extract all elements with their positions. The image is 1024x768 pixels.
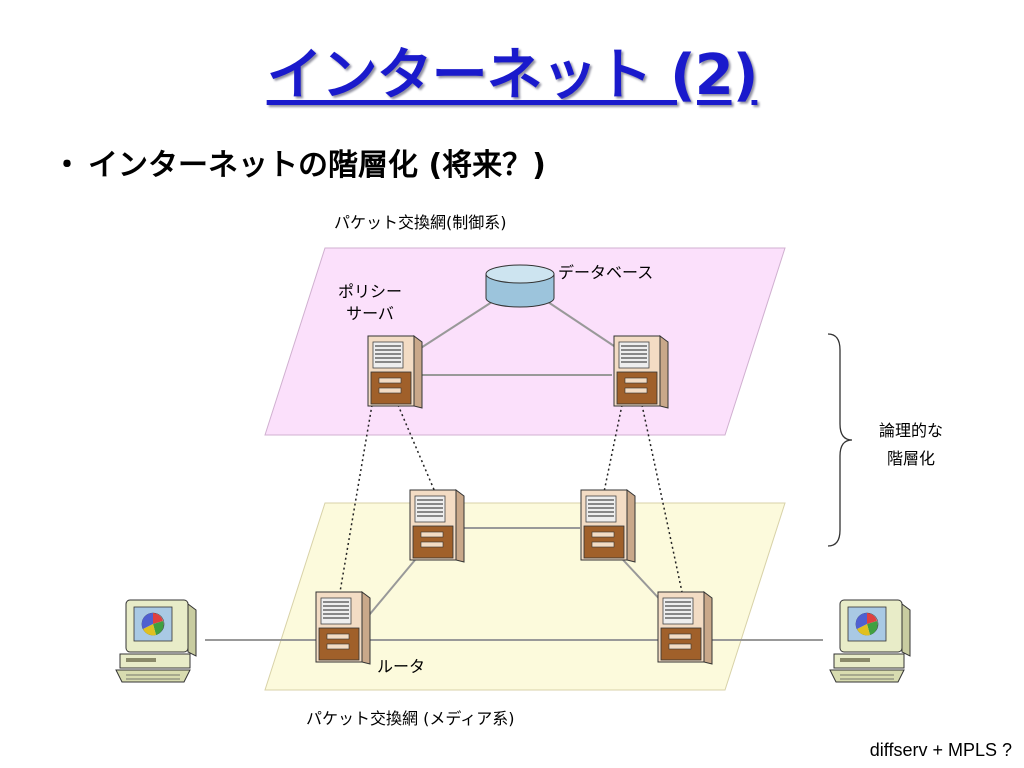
server-icon — [367, 335, 423, 409]
slide-title: インターネット (2) — [266, 43, 759, 108]
control-plane-label: パケット交換網(制御系) — [334, 213, 507, 232]
footer-note: diffserv + MPLS ? — [869, 740, 1012, 760]
router-icon — [409, 489, 465, 563]
bullet-item: ・インターネットの階層化 (将来？) — [52, 140, 546, 184]
database-icon — [485, 264, 555, 308]
network-links — [205, 299, 823, 641]
router-icon — [657, 591, 713, 665]
router-icon — [580, 489, 636, 563]
bullet-dot: ・ — [52, 148, 82, 183]
router-label: ルータ — [377, 657, 426, 676]
brace-icon — [827, 333, 853, 547]
layering-label: 論理的な 階層化 — [866, 420, 956, 470]
media-plane-label: パケット交換網 (メディア系) — [306, 709, 515, 728]
router-icon — [315, 591, 371, 665]
layering-label-line1: 論理的な — [878, 421, 943, 440]
policy-server-label-line1: ポリシー — [337, 282, 402, 301]
control-associations — [339, 404, 683, 593]
policy-server-label: ポリシー サーバ — [330, 281, 410, 325]
computer-icon — [115, 599, 197, 683]
layering-label-line2: 階層化 — [886, 449, 935, 468]
policy-server-label-line2: サーバ — [346, 304, 394, 323]
database-label: データベース — [558, 263, 654, 282]
computer-icon — [829, 599, 911, 683]
bullet-text: インターネットの階層化 (将来？) — [88, 148, 546, 183]
server-icon — [613, 335, 669, 409]
